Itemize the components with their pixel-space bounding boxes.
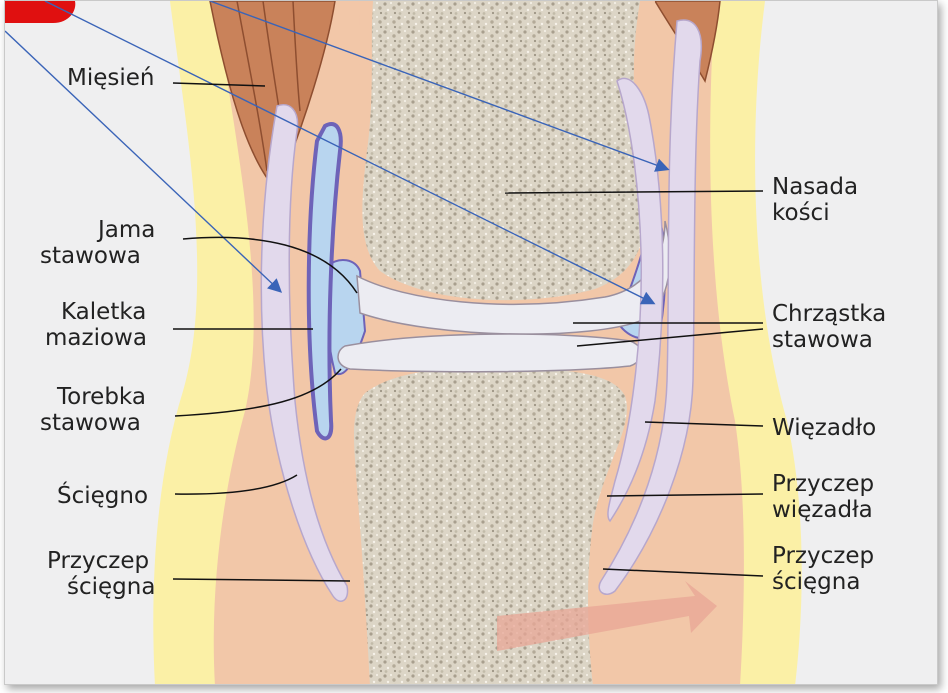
label-torebka-line2: stawowa bbox=[40, 410, 141, 436]
label-jama-line1: Jama bbox=[96, 217, 155, 243]
knee-joint-diagram: Mięsień Jama stawowa Kaletka maziowa Tor… bbox=[5, 1, 938, 685]
label-jama-line2: stawowa bbox=[40, 243, 141, 269]
label-nasada-line1: Nasada bbox=[772, 174, 858, 200]
label-chrzastka-line1: Chrząstka bbox=[772, 301, 886, 327]
label-przyczep-wiezadla-line1: Przyczep bbox=[772, 471, 874, 497]
label-przyczep-sciegna-left-line2: ścięgna bbox=[67, 574, 155, 600]
label-torebka-line1: Torebka bbox=[56, 384, 146, 410]
label-kaletka-line1: Kaletka bbox=[61, 299, 146, 325]
label-przyczep-sciegna-right-line1: Przyczep bbox=[772, 543, 874, 569]
label-przyczep-wiezadla-line2: więzadła bbox=[772, 497, 873, 523]
label-przyczep-sciegna-left-line1: Przyczep bbox=[47, 548, 149, 574]
diagram-frame: Mięsień Jama stawowa Kaletka maziowa Tor… bbox=[4, 0, 938, 685]
label-wiezadlo: Więzadło bbox=[772, 415, 876, 441]
label-miesien: Mięsień bbox=[67, 65, 155, 91]
label-chrzastka-line2: stawowa bbox=[772, 327, 873, 353]
label-kaletka-line2: maziowa bbox=[45, 325, 147, 351]
cartilage-lower bbox=[338, 334, 641, 372]
red-marker bbox=[5, 1, 75, 23]
label-przyczep-sciegna-right-line2: ścięgna bbox=[772, 569, 860, 595]
label-sciegno: Ścięgno bbox=[57, 481, 148, 509]
label-nasada-line2: kości bbox=[772, 200, 830, 226]
